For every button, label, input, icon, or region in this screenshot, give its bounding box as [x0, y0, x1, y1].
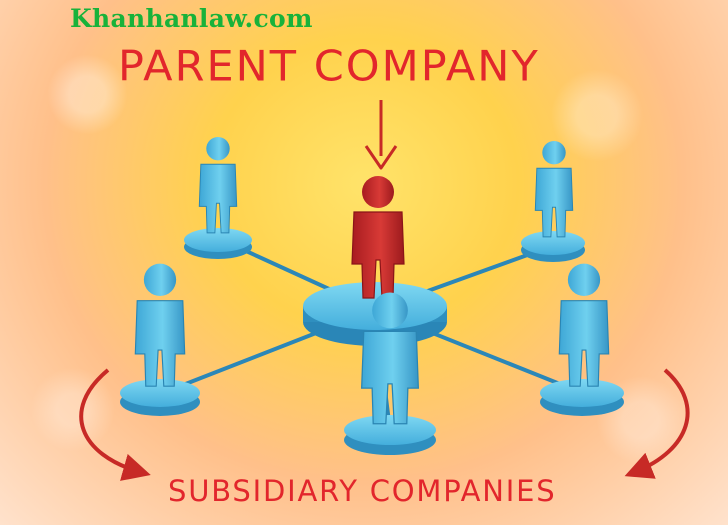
subsidiary-discs	[120, 228, 624, 455]
parent-company-label: PARENT COMPANY	[118, 42, 540, 92]
disc	[521, 231, 585, 262]
disc	[540, 379, 624, 416]
curved-arrow-icon	[624, 368, 690, 479]
disc	[184, 228, 252, 259]
person-figure-icon	[534, 140, 574, 238]
person-figure-icon	[198, 136, 238, 234]
person-figure-icon	[134, 263, 186, 387]
parent-person-figure-icon	[351, 176, 405, 299]
person-figure-icon	[558, 263, 610, 387]
site-name: Khanhanlaw.com	[70, 4, 313, 33]
person-figure-icon	[360, 292, 420, 425]
down-arrow-icon	[364, 100, 398, 170]
disc	[344, 415, 436, 455]
subsidiary-companies-label: SUBSIDIARY COMPANIES	[168, 474, 557, 508]
disc	[120, 379, 200, 416]
curved-arrow-icon	[79, 368, 151, 481]
